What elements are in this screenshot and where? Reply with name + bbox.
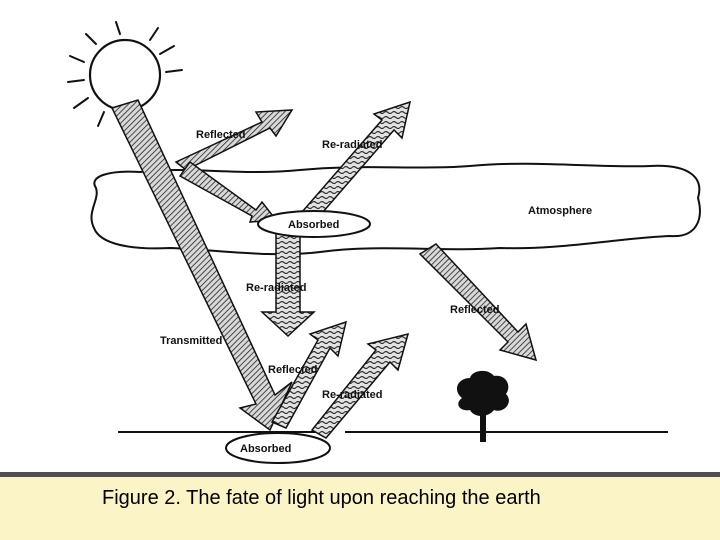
label-reflected-cloud: Reflected (450, 304, 500, 316)
label-absorbed-atmosphere: Absorbed (288, 219, 339, 231)
absorbed-atmosphere-arrow (178, 160, 278, 223)
absorbed-atmosphere-oval (257, 210, 371, 238)
reradiated-ground-arrow (310, 332, 410, 439)
figure-caption: Figure 2. The fate of light upon reachin… (102, 487, 541, 509)
label-reflected-ground: Reflected (268, 364, 318, 376)
label-reradiated-top: Re-radiated (322, 139, 383, 151)
reradiated-top-arrow (300, 100, 412, 221)
absorbed-ground-oval (225, 432, 331, 464)
reradiated-down-arrow (260, 231, 316, 338)
label-reradiated-ground: Re-radiated (322, 389, 383, 401)
reflected-ground-arrow (270, 320, 348, 429)
label-reradiated-down: Re-radiated (246, 282, 307, 294)
label-reflected-top: Reflected (196, 129, 246, 141)
reflected-cloud-arrow (418, 243, 538, 362)
sun-icon (67, 21, 183, 127)
tree-icon (456, 370, 509, 442)
label-absorbed-ground: Absorbed (240, 443, 291, 455)
caption-bar: Figure 2. The fate of light upon reachin… (0, 472, 720, 540)
light-fate-diagram: Reflected Re-radiated Atmosphere Absorbe… (67, 21, 701, 464)
label-transmitted: Transmitted (160, 335, 222, 347)
label-atmosphere: Atmosphere (528, 205, 592, 217)
reflected-top-arrow (174, 109, 294, 171)
